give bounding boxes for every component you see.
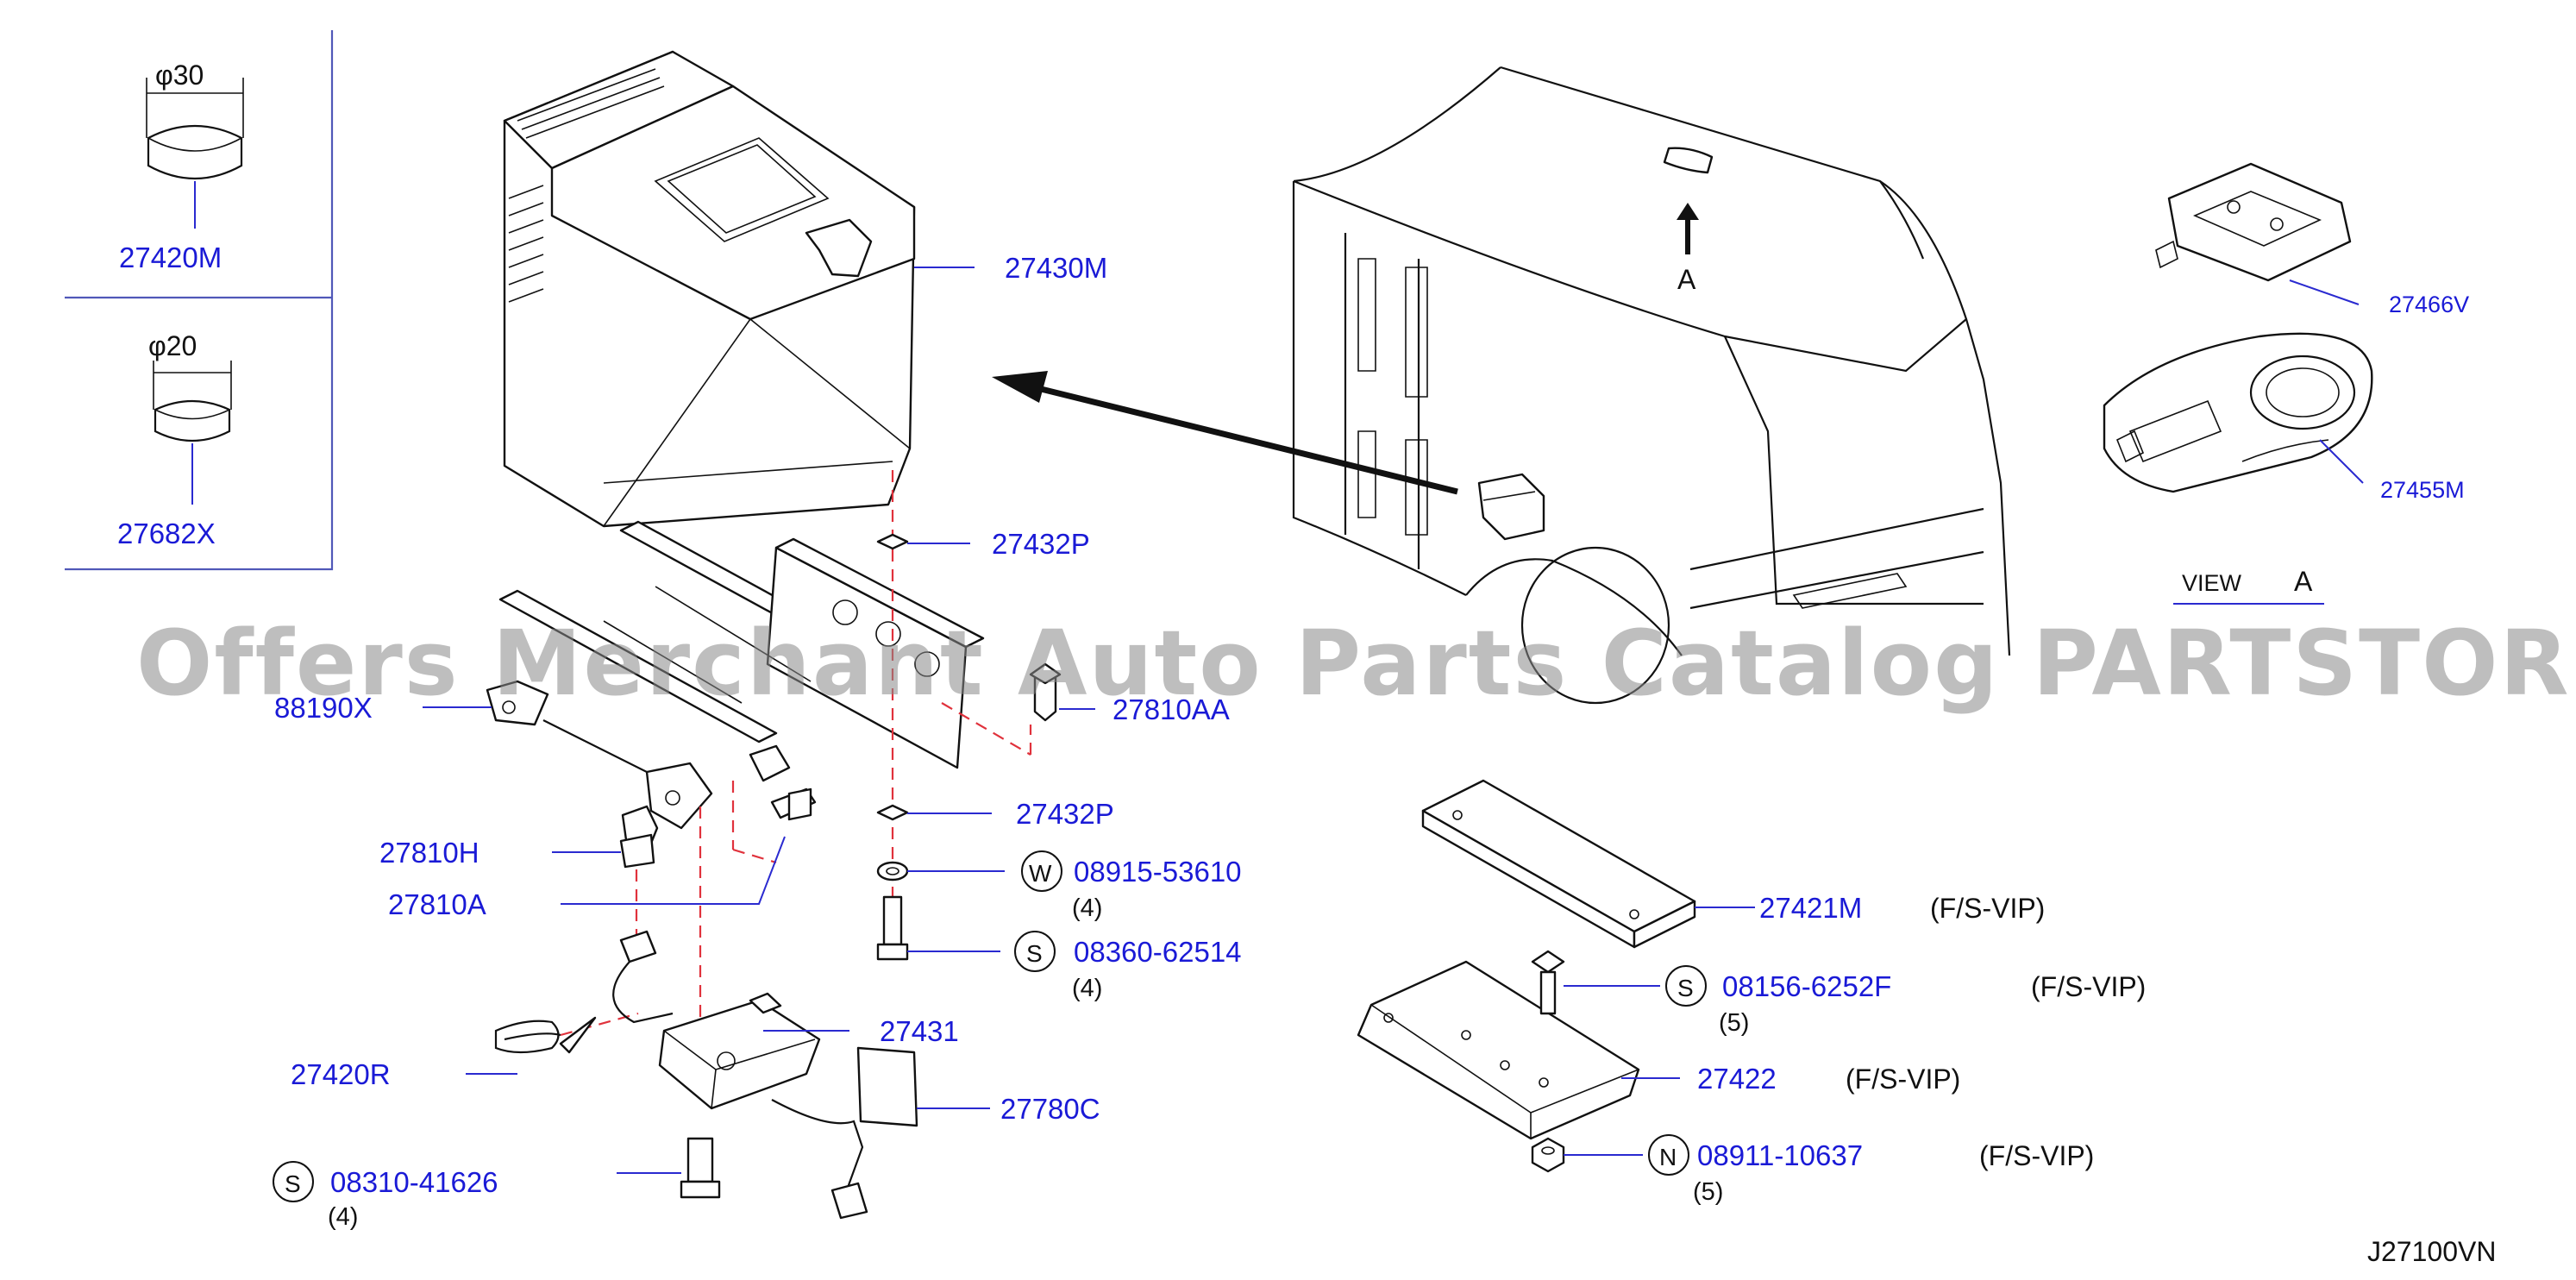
prefix-s: S — [285, 1170, 301, 1197]
qty-08911: (5) — [1693, 1178, 1723, 1206]
part-label-27431[interactable]: 27431 — [880, 1015, 959, 1047]
prefix-w: W — [1029, 860, 1052, 887]
qty-08156: (5) — [1719, 1009, 1749, 1037]
part-row-08911: N 08911-10637 (5) (F/S-VIP) — [1648, 1134, 2094, 1206]
part-label-27422[interactable]: 27422 — [1697, 1063, 1777, 1095]
cylinder-27420M-drawing — [146, 78, 244, 229]
cylinder-27682X-drawing — [153, 361, 232, 505]
part-row-27422: 27422 (F/S-VIP) — [1697, 1063, 1960, 1095]
van-drawing — [1292, 66, 2011, 705]
part-row-08360: S 08360-62514 (4) — [1014, 931, 1242, 1002]
leader-27810A — [561, 836, 786, 905]
vent-grille — [508, 68, 665, 303]
qty-08310: (4) — [328, 1203, 358, 1231]
part-label-88190X[interactable]: 88190X — [274, 692, 373, 724]
part-label-27682X[interactable]: 27682X — [117, 518, 216, 549]
note-27422: (F/S-VIP) — [1846, 1064, 1960, 1095]
part-label-27420M[interactable]: 27420M — [119, 242, 222, 273]
qty-08360: (4) — [1072, 975, 1102, 1002]
part-label-08360-62514[interactable]: 08360-62514 — [1074, 936, 1242, 968]
plate-27421M-drawing — [1421, 779, 1696, 949]
view-arrow-letter: A — [1677, 264, 1696, 295]
ceiling-speaker-drawing — [2103, 332, 2373, 493]
watermark-text: Offers Merchant Auto Parts Catalog PARTS… — [136, 611, 2576, 716]
part-label-27420R[interactable]: 27420R — [291, 1058, 391, 1090]
part-label-27780C[interactable]: 27780C — [1000, 1093, 1100, 1125]
part-label-27430M[interactable]: 27430M — [1005, 252, 1107, 284]
diagram-code: J27100VN — [2367, 1236, 2496, 1267]
part-label-08911-10637[interactable]: 08911-10637 — [1697, 1139, 1863, 1171]
pointer-arrow — [992, 371, 1458, 495]
part-label-27421M[interactable]: 27421M — [1759, 892, 1862, 924]
part-label-08156-6252F[interactable]: 08156-6252F — [1722, 970, 1891, 1002]
part-label-08915-53610[interactable]: 08915-53610 — [1074, 856, 1242, 888]
view-letter: A — [2294, 566, 2313, 597]
leader-27455M — [2319, 439, 2364, 484]
leader-27466V — [2289, 279, 2360, 305]
prefix-s: S — [1026, 940, 1043, 967]
view-a-arrow — [1677, 203, 1699, 254]
clip-and-bolt-drawing — [619, 805, 659, 869]
note-08156: (F/S-VIP) — [2031, 971, 2146, 1002]
part-label-27455M[interactable]: 27455M — [2380, 477, 2465, 503]
part-label-27432P-1[interactable]: 27432P — [992, 528, 1090, 560]
prefix-n: N — [1659, 1144, 1677, 1170]
part-row-08915: W 08915-53610 (4) — [1021, 850, 1242, 922]
part-label-27810A[interactable]: 27810A — [388, 888, 486, 920]
part-label-27432P-2[interactable]: 27432P — [1016, 798, 1114, 830]
dimension-phi20: φ20 — [148, 330, 197, 361]
prefix-s: S — [1677, 975, 1694, 1001]
dimension-phi30: φ30 — [155, 60, 204, 91]
part-label-27810H[interactable]: 27810H — [379, 837, 479, 869]
part-row-08310: S 08310-41626 (4) — [273, 1161, 498, 1231]
part-row-08156: S 08156-6252F (5) (F/S-VIP) — [1665, 965, 2146, 1037]
roof-bracket-drawing — [2155, 162, 2352, 282]
inset-frame — [65, 30, 334, 571]
fastener-stack-drawing — [770, 533, 1062, 961]
note-08911: (F/S-VIP) — [1979, 1140, 2094, 1171]
view-a-label: VIEW A — [2173, 566, 2324, 605]
screw-and-nut-drawing — [1531, 950, 1565, 1173]
controller-harness-drawing — [494, 930, 918, 1220]
plate-27422-drawing — [1357, 960, 1640, 1140]
part-label-27466V[interactable]: 27466V — [2389, 292, 2469, 317]
qty-08915: (4) — [1072, 894, 1102, 922]
mounting-bracket-drawing — [486, 520, 985, 830]
part-label-27810AA[interactable]: 27810AA — [1113, 693, 1230, 725]
part-row-27421M: 27421M (F/S-VIP) — [1759, 892, 2045, 924]
part-label-08310-41626[interactable]: 08310-41626 — [330, 1166, 498, 1198]
view-label: VIEW — [2182, 570, 2242, 596]
refrigerator-box-drawing — [503, 50, 916, 528]
note-27421M: (F/S-VIP) — [1930, 893, 2045, 924]
